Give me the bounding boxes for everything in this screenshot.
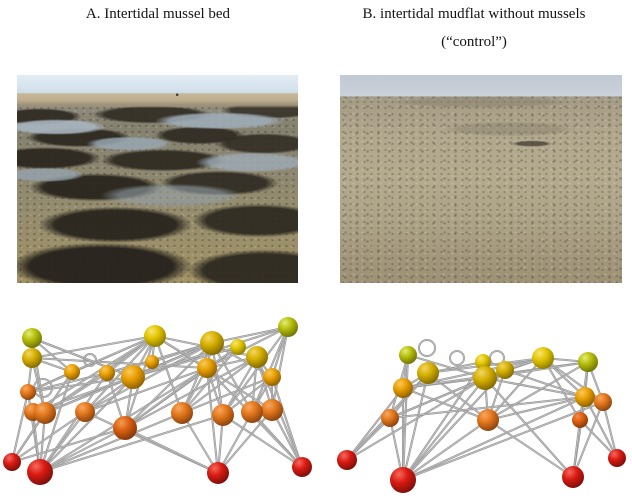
mussel-bed-photo [17,75,298,283]
mudflat-photo [340,75,622,283]
panel-b-title: B. intertidal mudflat without mussels (“… [316,5,632,52]
panel-b-title-line2: (“control”) [441,34,507,50]
panel-a-title: A. Intertidal mussel bed [85,6,231,22]
control-foodweb-diagram [337,339,626,493]
panel-b-title-line1: B. intertidal mudflat without mussels [362,6,586,22]
mussel-bed-foodweb-diagram [3,317,312,485]
